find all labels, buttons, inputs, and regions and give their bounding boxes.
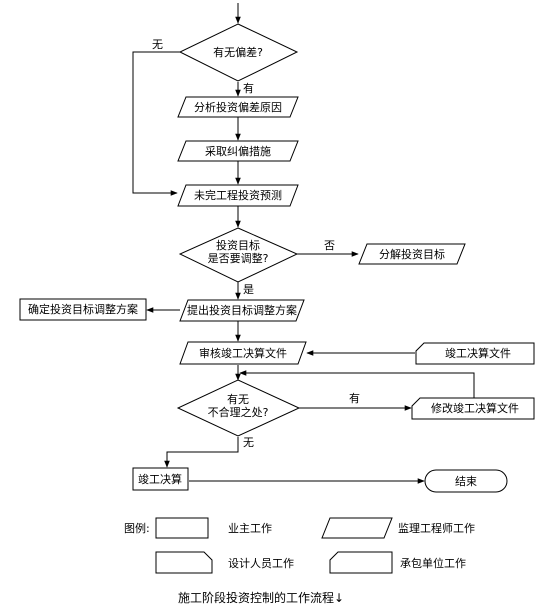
node-determine-text: 确定投资目标调整方案 bbox=[28, 302, 138, 316]
node-final-documents-text: 竣工决算文件 bbox=[445, 346, 511, 360]
diagram-caption: 施工阶段投资控制的工作流程↓ bbox=[178, 590, 344, 605]
decision-adjust-text-2: 是否要调整? bbox=[208, 251, 269, 265]
edge-label-no-adjust: 否 bbox=[324, 239, 335, 252]
node-analyze-text: 分析投资偏差原因 bbox=[194, 100, 282, 114]
arrow-no-deviation-bypass bbox=[132, 51, 180, 196]
legend-owner-label: 业主工作 bbox=[228, 522, 272, 535]
legend-title: 图例: bbox=[124, 521, 150, 535]
connectors bbox=[132, 3, 475, 484]
legend-contractor-symbol bbox=[329, 551, 393, 574]
legend-owner-symbol bbox=[155, 517, 209, 539]
node-final-documents: 竣工决算文件 bbox=[415, 342, 535, 365]
node-end-text: 结束 bbox=[455, 475, 477, 488]
node-corrective-measures: 采取纠偏措施 bbox=[177, 140, 299, 162]
edge-label-yes-adjust: 是 bbox=[243, 283, 254, 296]
edge-label-no-deviation: 无 bbox=[152, 38, 163, 51]
node-review-documents: 审核竣工决算文件 bbox=[179, 341, 307, 365]
node-decompose-text: 分解投资目标 bbox=[379, 247, 445, 261]
decision-adjust-text-1: 投资目标 bbox=[216, 238, 260, 252]
node-final-account-text: 竣工决算 bbox=[138, 472, 182, 486]
edge-labels: 无 有 否 是 有 无 bbox=[152, 38, 360, 449]
legend-designer-symbol bbox=[155, 551, 213, 574]
decision-deviation: 有无偏差? bbox=[178, 23, 299, 82]
node-correct-text: 采取纠偏措施 bbox=[205, 144, 271, 158]
node-forecast-text: 未完工程投资预测 bbox=[194, 188, 282, 202]
legend: 图例: 业主工作 监理工程师工作 设计人员工作 承包单位工作 bbox=[124, 517, 475, 574]
node-analyze-deviation: 分析投资偏差原因 bbox=[177, 96, 299, 118]
decision-unreasonable-text-1: 有无 bbox=[227, 392, 249, 406]
node-determine-plan: 确定投资目标调整方案 bbox=[19, 298, 147, 321]
arrow-no-unreasonable bbox=[164, 437, 239, 468]
legend-designer-label: 设计人员工作 bbox=[228, 557, 294, 570]
node-modify-documents: 修改竣工决算文件 bbox=[411, 397, 535, 420]
node-propose-text: 提出投资目标调整方案 bbox=[187, 303, 297, 317]
node-modify-text: 修改竣工决算文件 bbox=[431, 401, 519, 415]
node-forecast: 未完工程投资预测 bbox=[177, 184, 299, 207]
legend-supervisor-symbol bbox=[321, 517, 393, 539]
edge-label-has-unreasonable: 有 bbox=[349, 391, 360, 405]
decision-adjust-target: 投资目标 是否要调整? bbox=[178, 227, 299, 283]
node-final-account: 竣工决算 bbox=[132, 467, 189, 491]
legend-contractor-label: 承包单位工作 bbox=[400, 556, 466, 570]
decision-unreasonable: 有无 不合理之处? bbox=[176, 379, 301, 437]
decision-unreasonable-text-2: 不合理之处? bbox=[208, 405, 269, 419]
edge-label-has-deviation: 有 bbox=[243, 81, 254, 95]
legend-supervisor-label: 监理工程师工作 bbox=[398, 522, 475, 535]
node-decompose-target: 分解投资目标 bbox=[358, 243, 466, 265]
node-review-text: 审核竣工决算文件 bbox=[199, 346, 287, 360]
node-propose-plan: 提出投资目标调整方案 bbox=[179, 299, 305, 322]
edge-label-no-unreasonable: 无 bbox=[243, 436, 254, 449]
decision-deviation-text: 有无偏差? bbox=[213, 45, 263, 59]
node-end: 结束 bbox=[424, 469, 508, 493]
arrow-modify-back-to-review bbox=[239, 370, 475, 398]
